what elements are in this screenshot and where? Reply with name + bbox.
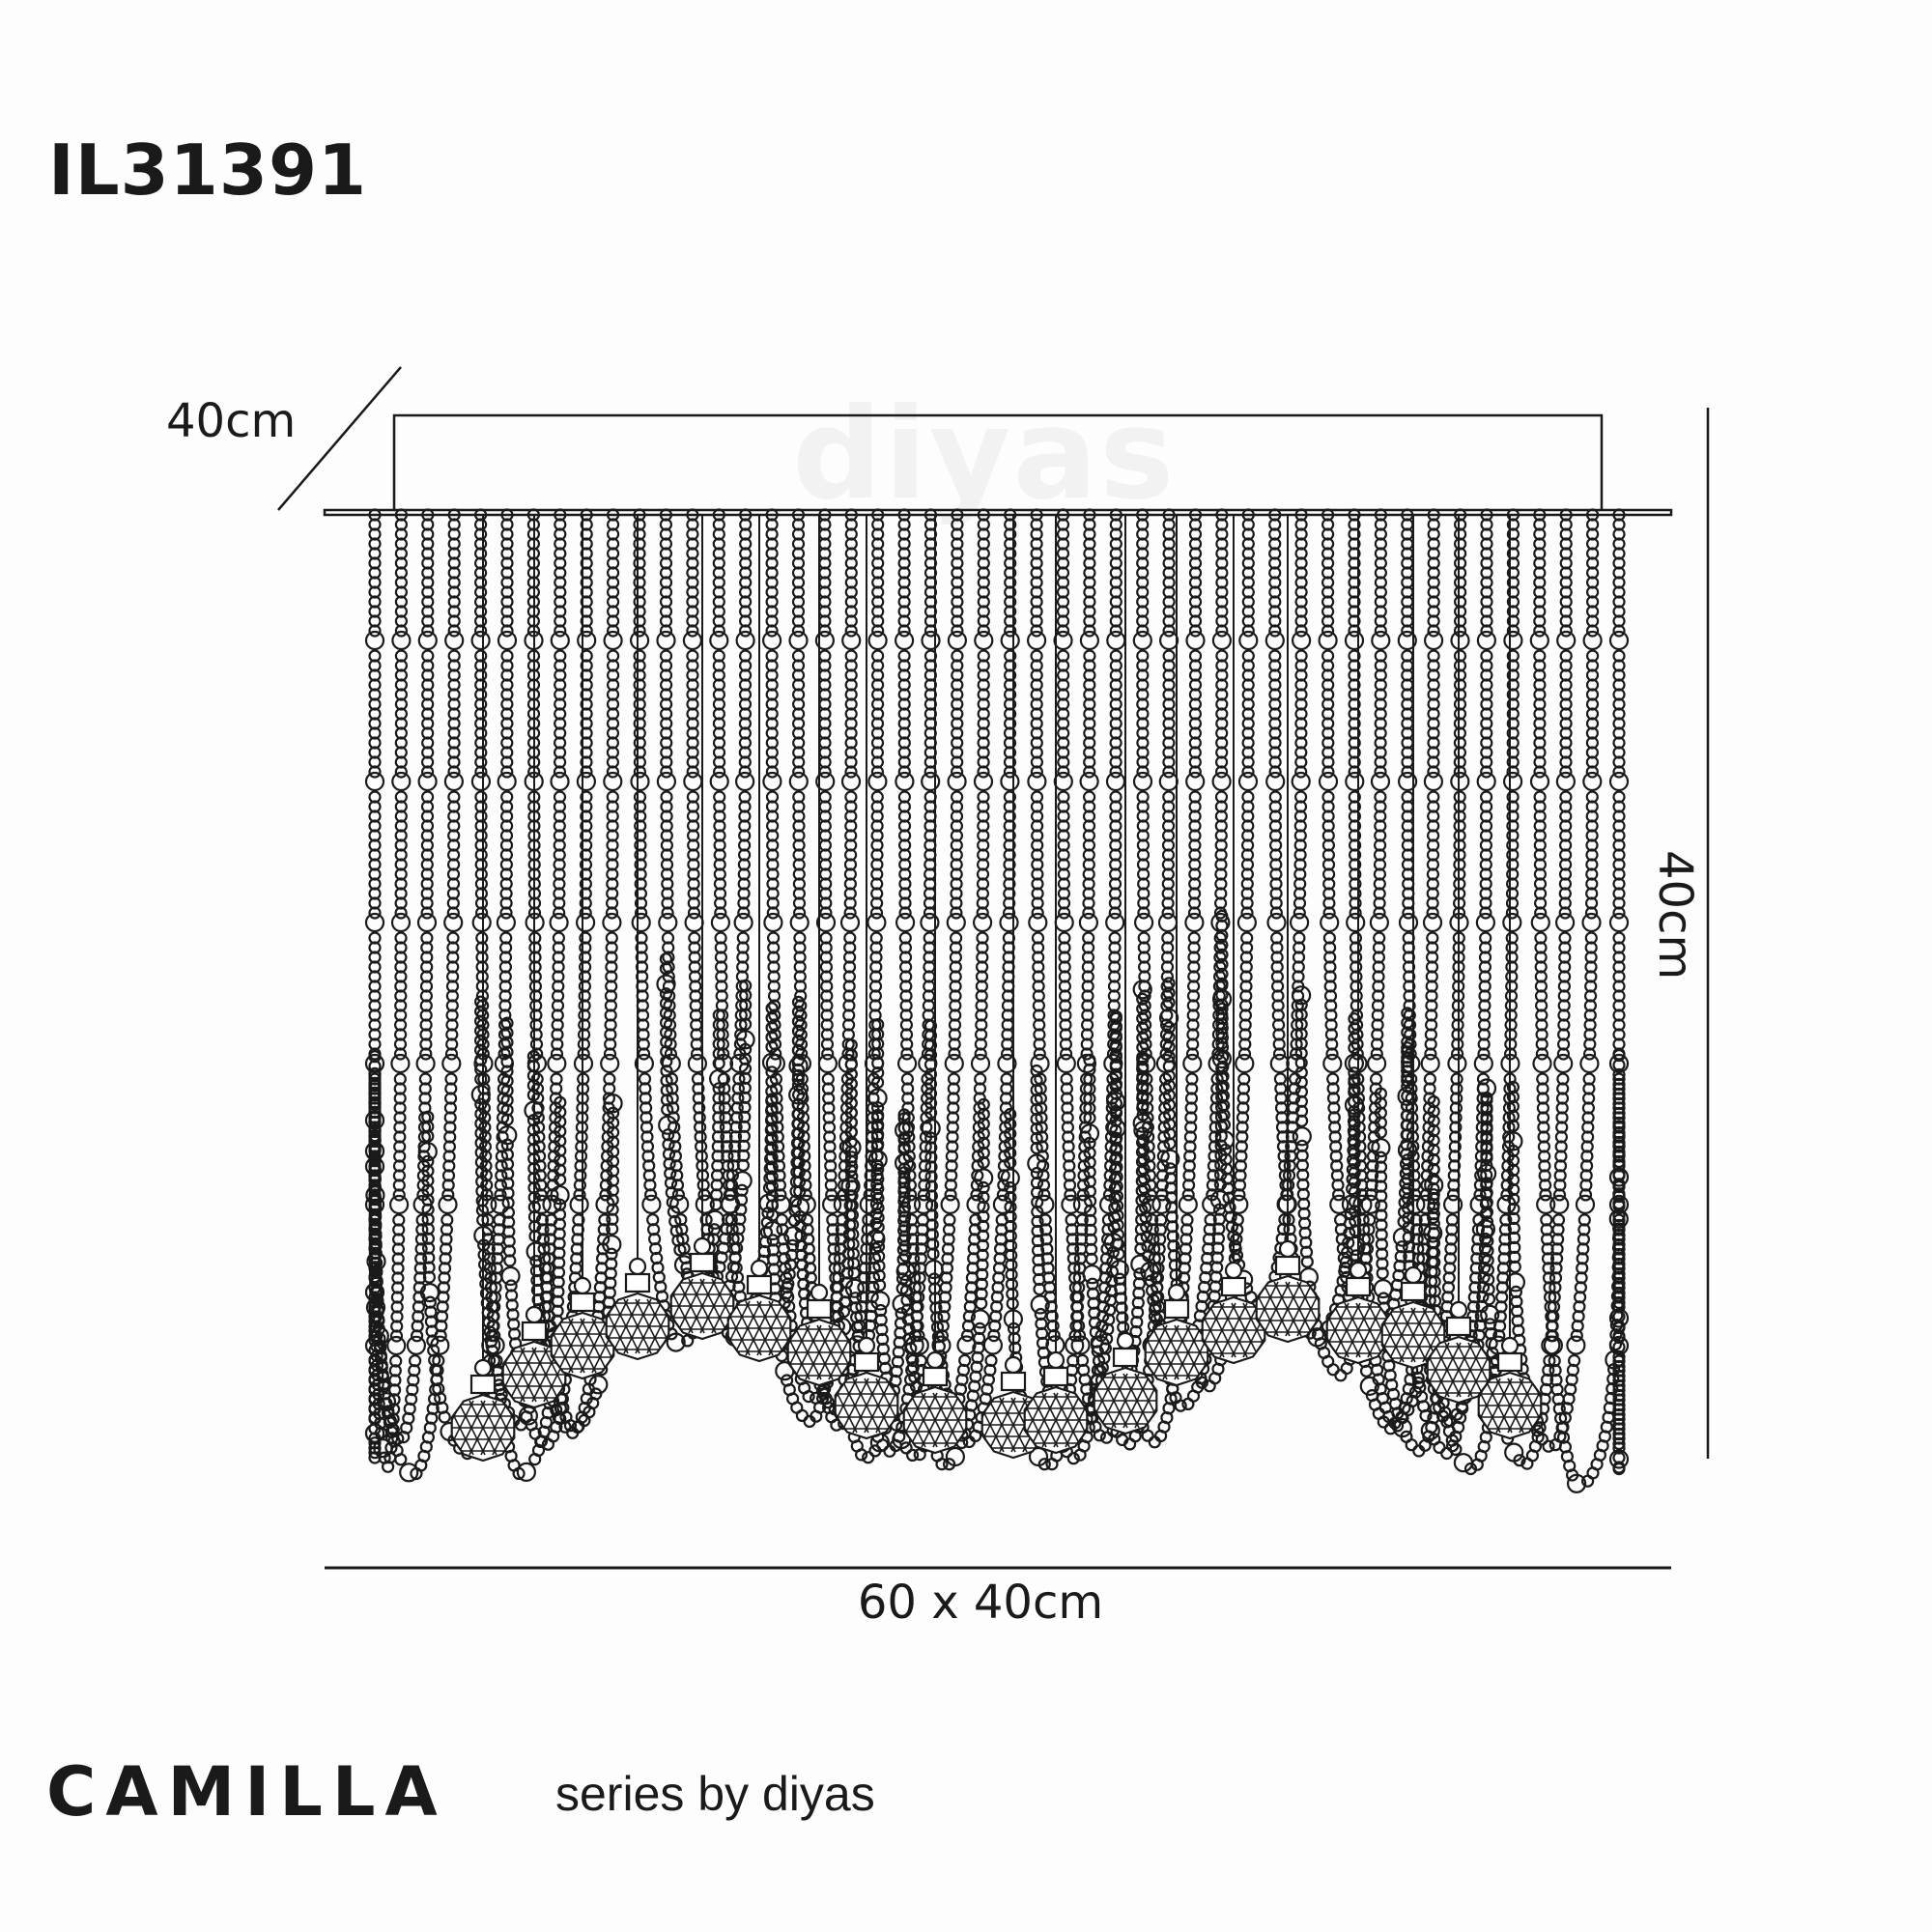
base-plate	[323, 508, 1673, 517]
crystal-pendant	[501, 1305, 567, 1409]
crystal-pendant	[786, 1283, 852, 1387]
crystal-pendant	[669, 1236, 735, 1341]
crystal-pendants	[450, 1236, 1543, 1463]
series-name: CAMILLA	[46, 1752, 447, 1832]
crystal-pendant	[1023, 1350, 1089, 1455]
crystal-pendant	[1093, 1331, 1158, 1435]
crystal-pendant	[726, 1259, 792, 1363]
crystal-pendant	[902, 1350, 968, 1455]
crystal-pendant	[1201, 1261, 1266, 1365]
chandelier-fixture	[323, 413, 1673, 1493]
crystal-pendant	[605, 1257, 670, 1361]
dimension-lines	[277, 366, 1710, 1570]
crystal-pendant	[834, 1336, 899, 1440]
canopy	[392, 413, 1604, 514]
crystal-pendant	[1477, 1336, 1543, 1440]
brand-watermark: diyas	[792, 381, 1177, 527]
height-dimension-label: 40cm	[1648, 850, 1702, 980]
crystal-pendant	[450, 1358, 516, 1463]
suspension-rods	[482, 515, 1511, 1370]
width-dimension-label: 60 x 40cm	[857, 1576, 1104, 1630]
crystal-pendant	[1426, 1300, 1492, 1405]
crystal-pendant	[1255, 1239, 1321, 1344]
depth-dimension-label: 40cm	[166, 394, 297, 448]
series-tagline: series by diyas	[555, 1767, 875, 1821]
depth-dimension-line	[277, 366, 402, 511]
product-code: IL31391	[48, 129, 368, 211]
